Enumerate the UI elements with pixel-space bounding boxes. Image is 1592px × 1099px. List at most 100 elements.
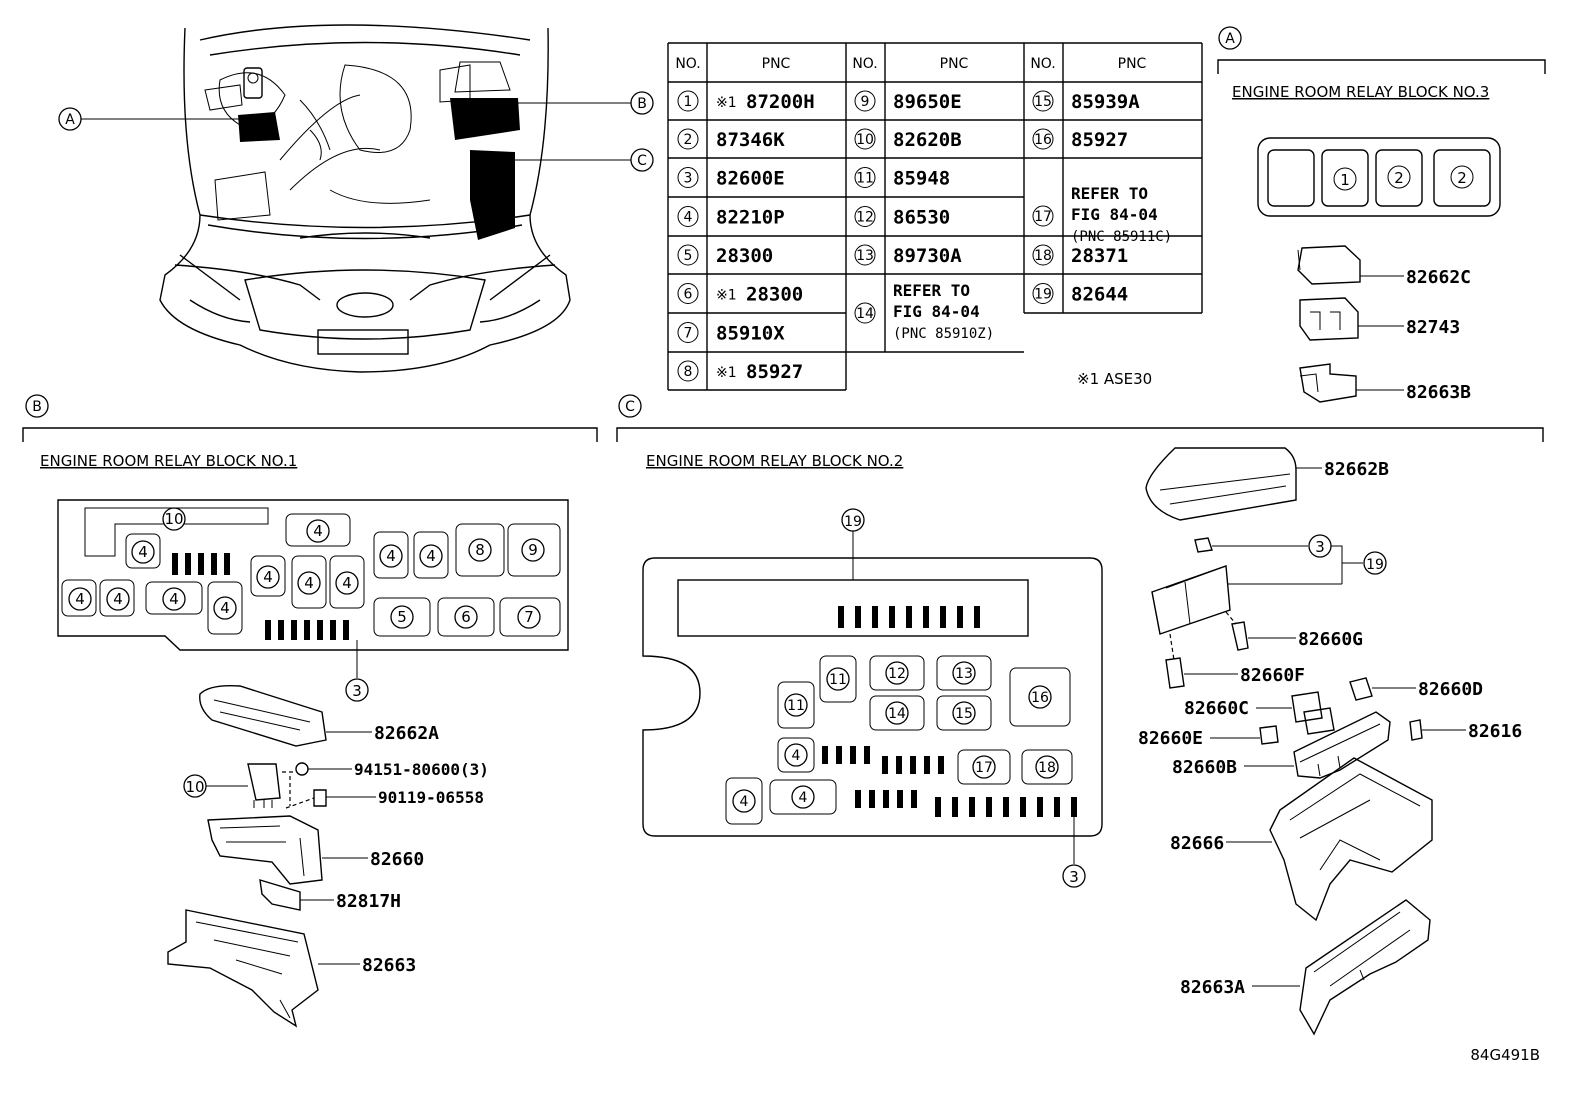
c-relay-slot [936,695,992,731]
table-header-no-1: NO. [675,56,700,72]
table-no: 15 [1034,94,1052,110]
c-exploded-19: 19 [1366,557,1384,573]
c-slot-circle [885,661,909,685]
c-slot-label: 11 [787,698,805,714]
c-slot-circle [732,789,756,813]
part-90119-06558: 90119-06558 [378,788,484,807]
b-slot-circle [306,519,330,543]
table-refer-line: FIG 84-04 [1071,205,1158,224]
car-illustration [159,24,571,373]
b-relay-slot [507,523,561,577]
b-slot-circle [213,596,237,620]
c-slot-circle [784,743,808,767]
b-callout-10: 10 [185,778,204,796]
c-slot-label: 15 [955,706,973,722]
b-relay-slot [207,581,243,635]
table-pnc: 28300 [746,284,803,306]
table-no-circle [1032,90,1054,112]
table-pnc: 82644 [1071,284,1128,306]
table-no: 9 [861,94,870,110]
table-pnc: 86530 [893,207,950,229]
b-slot-label: 4 [220,599,230,617]
table-no: 14 [856,306,874,322]
c-slot-label: 4 [792,748,801,764]
part-82660E: 82660E [1138,728,1203,749]
c-relay-slot [777,737,815,773]
table-no: 16 [1034,132,1052,148]
b-slot-circle [468,538,492,562]
b-relay-slot [437,597,495,637]
c-slot-label: 4 [799,790,808,806]
b-slot-label: 4 [138,543,148,561]
table-pnc: 85927 [746,361,803,383]
b-slot-circle [256,565,280,589]
section-b-title: ENGINE ROOM RELAY BLOCK NO.1 [40,452,297,470]
b-fuse-row-top [172,553,230,575]
table-no: 10 [856,132,874,148]
table-pnc: 82600E [716,168,785,190]
c-fuse-row-2 [822,746,944,774]
table-pnc: 82620B [893,129,962,151]
table-refer-line: REFER TO [893,281,970,300]
table-no: 17 [1034,209,1052,225]
table-pnc: 85927 [1071,129,1128,151]
section-a-title: ENGINE ROOM RELAY BLOCK NO.3 [1232,83,1489,101]
c-slot-label: 12 [888,666,906,682]
c-relay-slot [869,655,925,691]
table-no-circle [677,90,699,112]
part-82663A: 82663A [1180,977,1245,998]
b-slot-label: 7 [524,608,534,626]
table-no: 11 [856,171,874,187]
b-slot-circle [162,507,186,531]
b-relay-slot [373,597,431,637]
c-relay-slot [957,749,1011,785]
c-relay-slot [869,695,925,731]
b-slot-label: 4 [75,590,85,608]
table-no: 19 [1034,287,1052,303]
part-82666: 82666 [1170,833,1224,854]
table-note-mark: ※1 [716,95,737,111]
part-82616: 82616 [1468,721,1522,742]
table-header-pnc-1: PNC [762,56,791,72]
table-no-circle [1032,205,1054,227]
table-no-circle [677,244,699,266]
table-pnc: 89730A [893,245,962,267]
b-slot-circle [390,605,414,629]
b-slot-circle [131,540,155,564]
c-slot-circle [784,693,808,717]
c-slot-circle [826,667,850,691]
b-slot-circle [106,587,130,611]
footnote: ※1 ASE30 [1077,370,1152,388]
section-a-letter: A [1225,31,1235,47]
table-no: 13 [856,248,874,264]
part-82663: 82663 [362,955,416,976]
b-slot-circle [297,571,321,595]
part-82660C: 82660C [1184,698,1249,719]
section-c-letter: C [625,399,635,415]
table-no: 6 [684,287,693,303]
c-slot-label: 16 [1031,690,1049,706]
car-callout-a: A [65,112,75,128]
b-slot-label: 10 [164,510,183,528]
c-slot-circle [885,701,909,725]
table-header-no-2: NO. [852,56,877,72]
b-relay-slot [499,597,561,637]
b-slot-label: 9 [528,541,538,559]
table-no: 8 [684,364,693,380]
c-fuse-row-1 [838,606,980,628]
c-relay-slot [769,779,837,815]
part-82663B: 82663B [1406,382,1471,403]
table-note-mark: ※1 [716,288,737,304]
section-b-letter: B [32,399,42,415]
b-slot-label: 8 [475,541,485,559]
c-relay-slot [725,777,763,825]
part-82662B: 82662B [1324,459,1389,480]
table-no-circle [677,360,699,382]
car-callout-c: C [637,153,647,169]
c-slot-label: 11 [829,672,847,688]
c-slot-label: 18 [1038,760,1056,776]
table-no-circle [854,90,876,112]
b-slot-circle [419,544,443,568]
